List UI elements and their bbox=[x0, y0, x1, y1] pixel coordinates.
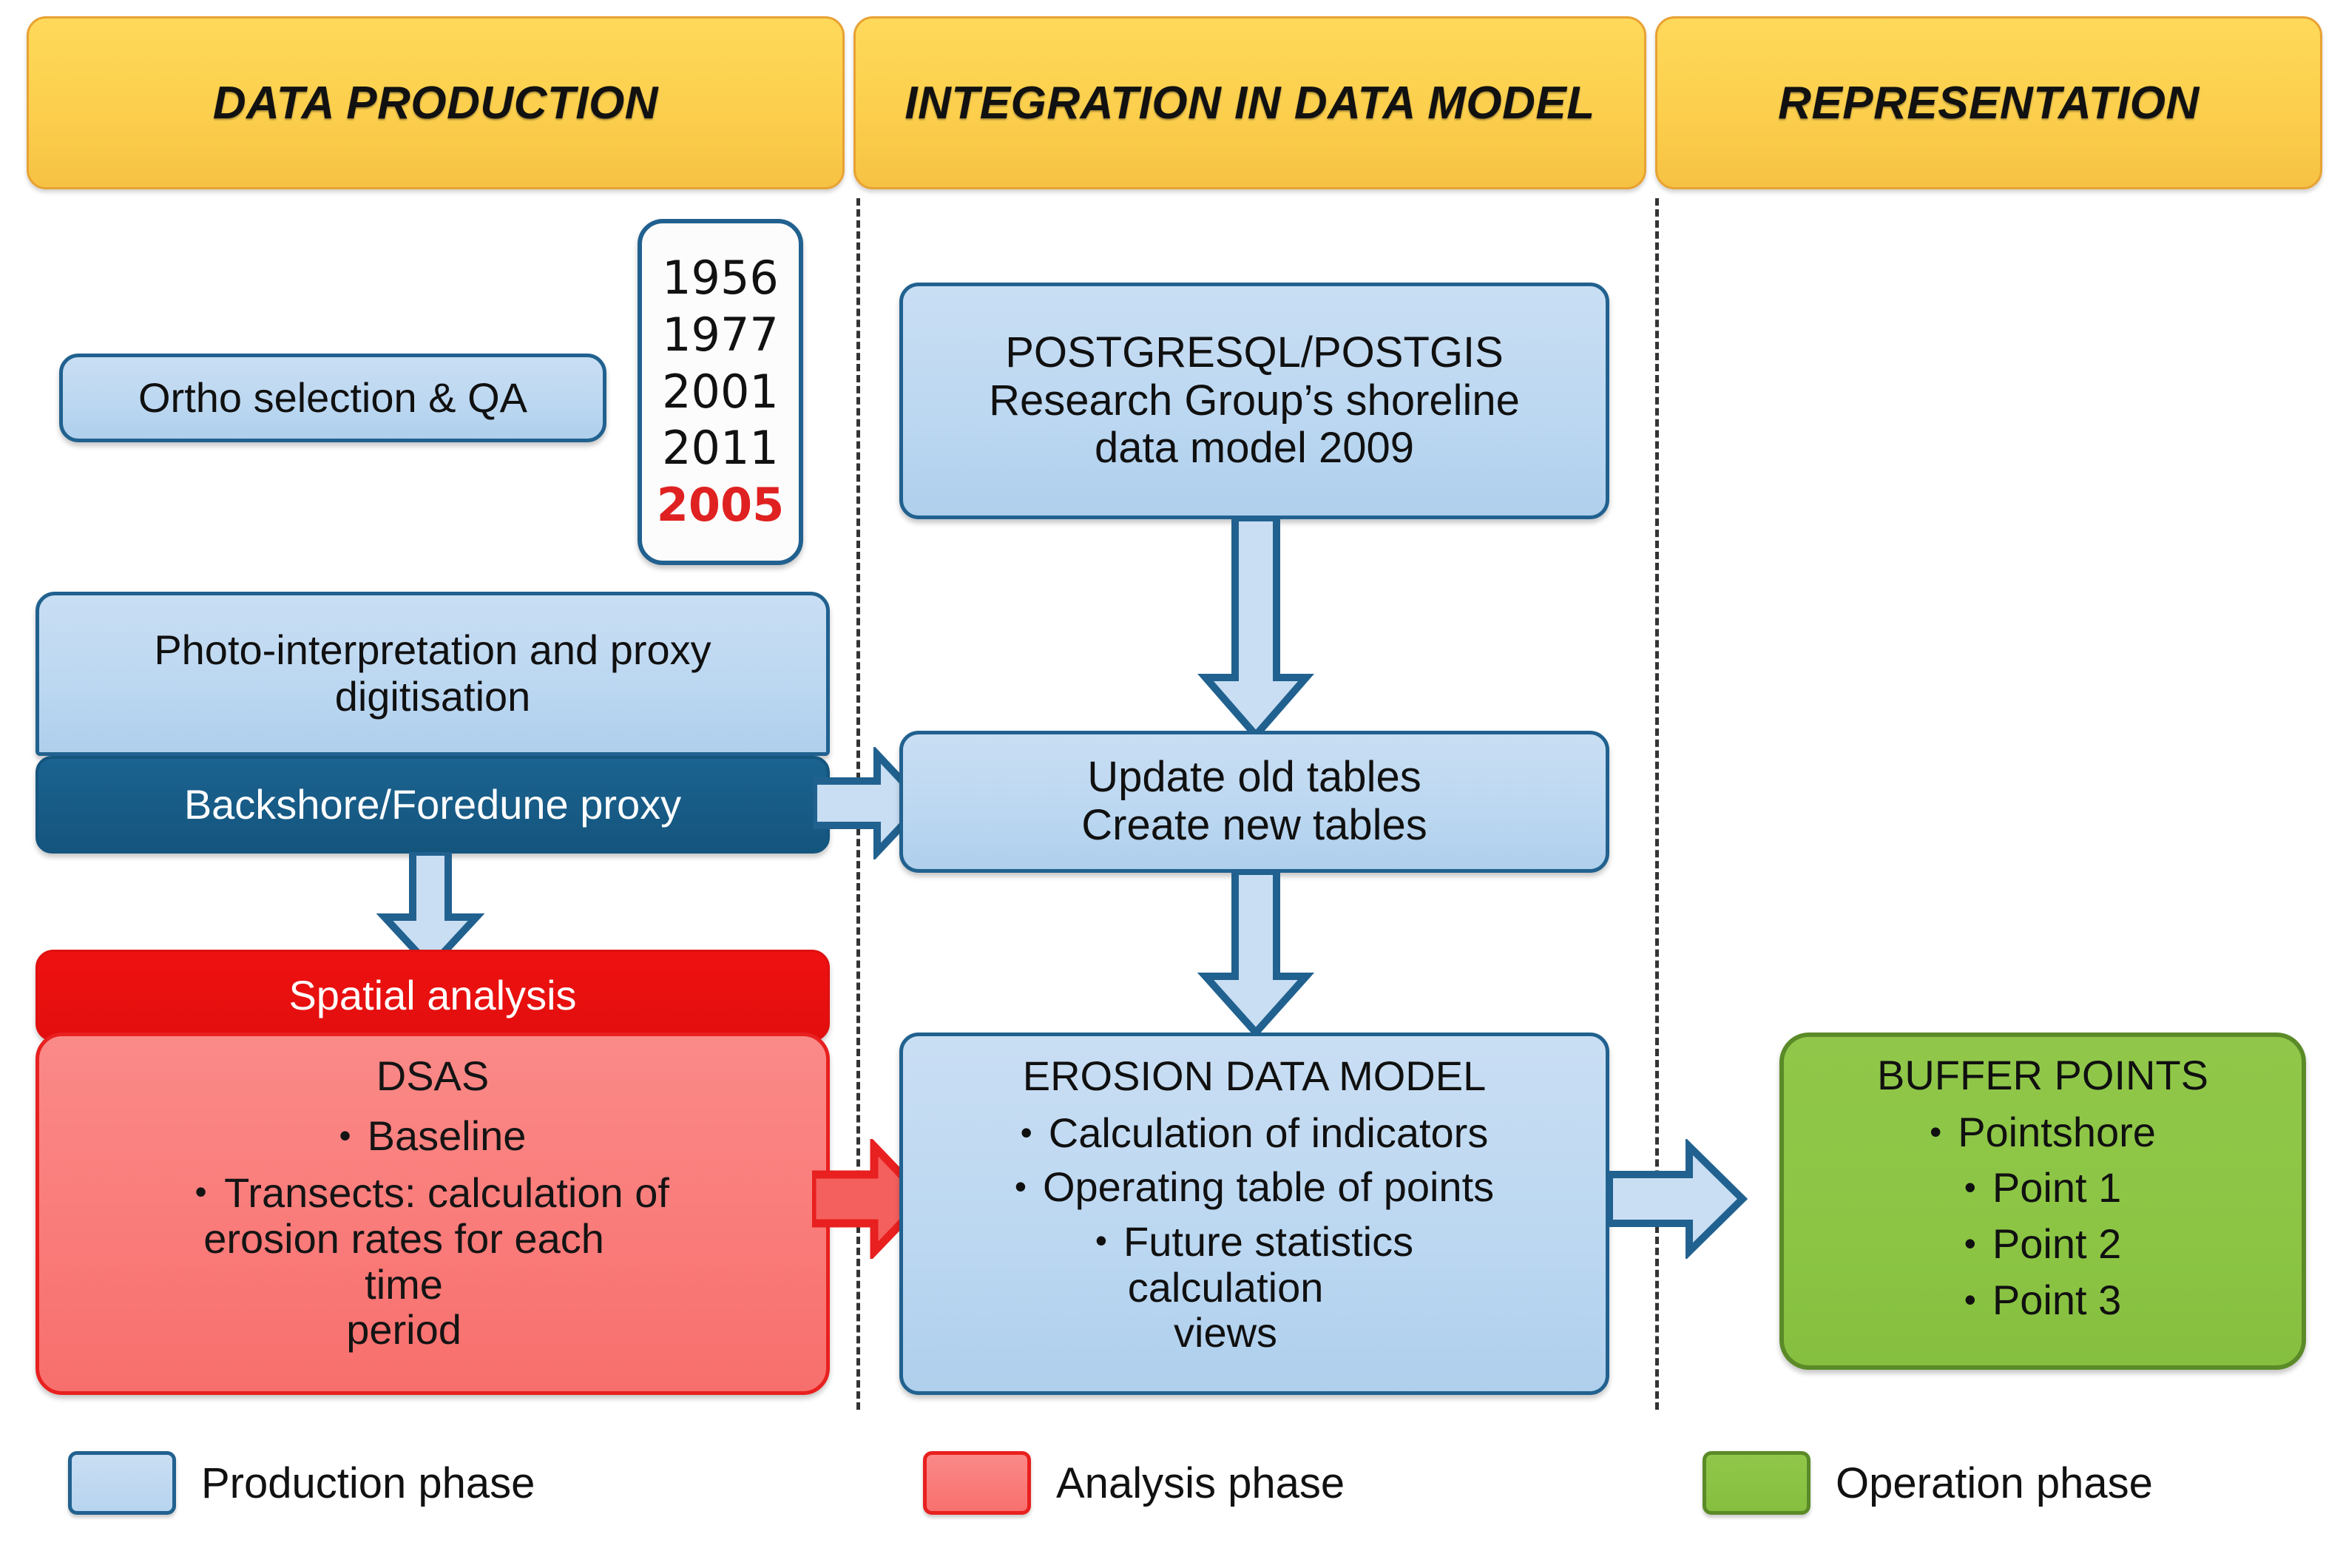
node-buffer-points[interactable]: BUFFER POINTS • Pointshore • Point 1 • P… bbox=[1779, 1033, 2306, 1370]
bullet-item: • Operating table of points bbox=[903, 1164, 1606, 1210]
node-title: BUFFER POINTS bbox=[1876, 1052, 2209, 1098]
node-label: Backshore/Foredune proxy bbox=[183, 780, 682, 828]
bullet-item: • Pointshore bbox=[1784, 1109, 2302, 1155]
legend-item-operation-phase: Operation phase bbox=[1703, 1451, 2153, 1515]
bullet-label-line: period bbox=[346, 1306, 462, 1354]
bullet-label: Pointshore bbox=[1958, 1108, 2156, 1155]
bullet-dot-icon: • bbox=[339, 1115, 351, 1155]
bullet-label: Calculation of indicators bbox=[1048, 1109, 1489, 1156]
year-item: 1956 bbox=[662, 250, 779, 305]
node-label: Spatial analysis bbox=[288, 971, 577, 1018]
node-backshore-foredune-proxy[interactable]: Backshore/Foredune proxy bbox=[36, 756, 830, 854]
bullet-label-block: Transects: calculation of erosion rates … bbox=[203, 1169, 671, 1352]
legend-swatch-icon bbox=[1703, 1451, 1810, 1515]
node-photo-interpretation[interactable]: Photo-interpretation and proxy digitisat… bbox=[36, 592, 830, 756]
node-label: Ortho selection & QA bbox=[138, 374, 527, 421]
arrow-erosion-model-to-buffer-points bbox=[1609, 1139, 1750, 1259]
bullet-label: Point 1 bbox=[1992, 1164, 2122, 1212]
node-spatial-analysis[interactable]: Spatial analysis bbox=[36, 950, 830, 1041]
bullet-label-line: erosion rates for each time bbox=[203, 1215, 604, 1308]
bullet-dot-icon: • bbox=[1014, 1167, 1027, 1206]
column-header-representation: REPRESENTATION bbox=[1655, 16, 2322, 189]
column-header-label: DATA PRODUCTION bbox=[212, 77, 659, 129]
column-header-data-production: DATA PRODUCTION bbox=[27, 16, 845, 189]
bullet-label: Point 3 bbox=[1992, 1276, 2122, 1323]
legend-swatch-icon bbox=[68, 1451, 176, 1515]
node-label-line2: digitisation bbox=[334, 673, 531, 720]
node-title: EROSION DATA MODEL bbox=[1022, 1052, 1487, 1099]
node-label-line1: Photo-interpretation and proxy bbox=[154, 626, 711, 674]
node-update-create-tables[interactable]: Update old tables Create new tables bbox=[899, 731, 1609, 873]
node-label-line2: Research Group’s shoreline bbox=[989, 376, 1520, 425]
arrow-proxy-to-spatial-analysis bbox=[376, 852, 485, 970]
bullet-item: • Future statistics calculation views bbox=[903, 1219, 1606, 1356]
legend-label: Operation phase bbox=[1836, 1459, 2153, 1507]
bullet-item: • Point 2 bbox=[1784, 1221, 2302, 1267]
year-item-highlighted: 2005 bbox=[656, 478, 785, 533]
node-title: DSAS bbox=[376, 1052, 490, 1099]
node-years-list[interactable]: 1956 1977 2001 2011 2005 bbox=[638, 219, 803, 565]
legend-item-production-phase: Production phase bbox=[68, 1451, 535, 1515]
node-label-line1: Update old tables bbox=[1087, 753, 1421, 802]
legend-label: Analysis phase bbox=[1056, 1459, 1345, 1507]
node-postgresql-postgis[interactable]: POSTGRESQL/POSTGIS Research Group’s shor… bbox=[899, 283, 1609, 519]
bullet-label-block: Future statistics calculation views bbox=[1123, 1219, 1413, 1356]
bullet-dot-icon: • bbox=[1964, 1280, 1976, 1319]
legend-item-analysis-phase: Analysis phase bbox=[923, 1451, 1345, 1515]
bullet-item: • Transects: calculation of erosion rate… bbox=[39, 1170, 826, 1352]
bullet-item: • Calculation of indicators bbox=[903, 1110, 1606, 1156]
arrow-tables-to-erosion-model bbox=[1197, 871, 1315, 1037]
column-header-label: REPRESENTATION bbox=[1778, 77, 2200, 129]
node-label-line3: data model 2009 bbox=[1094, 424, 1415, 473]
bullet-item: • Point 1 bbox=[1784, 1165, 2302, 1211]
bullet-dot-icon: • bbox=[1020, 1112, 1032, 1152]
column-header-label: INTEGRATION IN DATA MODEL bbox=[905, 77, 1595, 129]
bullet-label-line: Transects: calculation of bbox=[224, 1169, 669, 1217]
bullet-label: Point 2 bbox=[1992, 1220, 2122, 1268]
arrow-database-to-tables bbox=[1197, 518, 1315, 740]
bullet-label-line: Future statistics bbox=[1123, 1218, 1414, 1265]
bullet-label-line: calculation views bbox=[1127, 1263, 1324, 1356]
column-separator-right bbox=[1655, 198, 1659, 1410]
bullet-dot-icon: • bbox=[1095, 1221, 1107, 1260]
bullet-dot-icon: • bbox=[1964, 1224, 1976, 1263]
year-item: 1977 bbox=[662, 307, 779, 362]
bullet-item: • Point 3 bbox=[1784, 1277, 2302, 1323]
bullet-label: Baseline bbox=[367, 1112, 527, 1159]
node-erosion-data-model[interactable]: EROSION DATA MODEL • Calculation of indi… bbox=[899, 1033, 1609, 1395]
node-label-line1: POSTGRESQL/POSTGIS bbox=[1005, 328, 1504, 376]
bullet-label: Operating table of points bbox=[1042, 1163, 1495, 1211]
year-item: 2001 bbox=[662, 364, 779, 419]
bullet-item: • Transects: calculation of Baseline bbox=[39, 1113, 826, 1159]
bullet-dot-icon: • bbox=[1930, 1112, 1942, 1151]
bullet-dot-icon: • bbox=[195, 1172, 207, 1212]
node-ortho-selection[interactable]: Ortho selection & QA bbox=[59, 354, 606, 442]
legend-swatch-icon bbox=[923, 1451, 1031, 1515]
legend-label: Production phase bbox=[201, 1459, 535, 1507]
node-dsas[interactable]: DSAS • Transects: calculation of Baselin… bbox=[36, 1033, 830, 1395]
bullet-dot-icon: • bbox=[1964, 1168, 1976, 1207]
column-header-integration: INTEGRATION IN DATA MODEL bbox=[853, 16, 1646, 189]
node-label-line2: Create new tables bbox=[1081, 801, 1427, 849]
year-item: 2011 bbox=[662, 421, 779, 476]
